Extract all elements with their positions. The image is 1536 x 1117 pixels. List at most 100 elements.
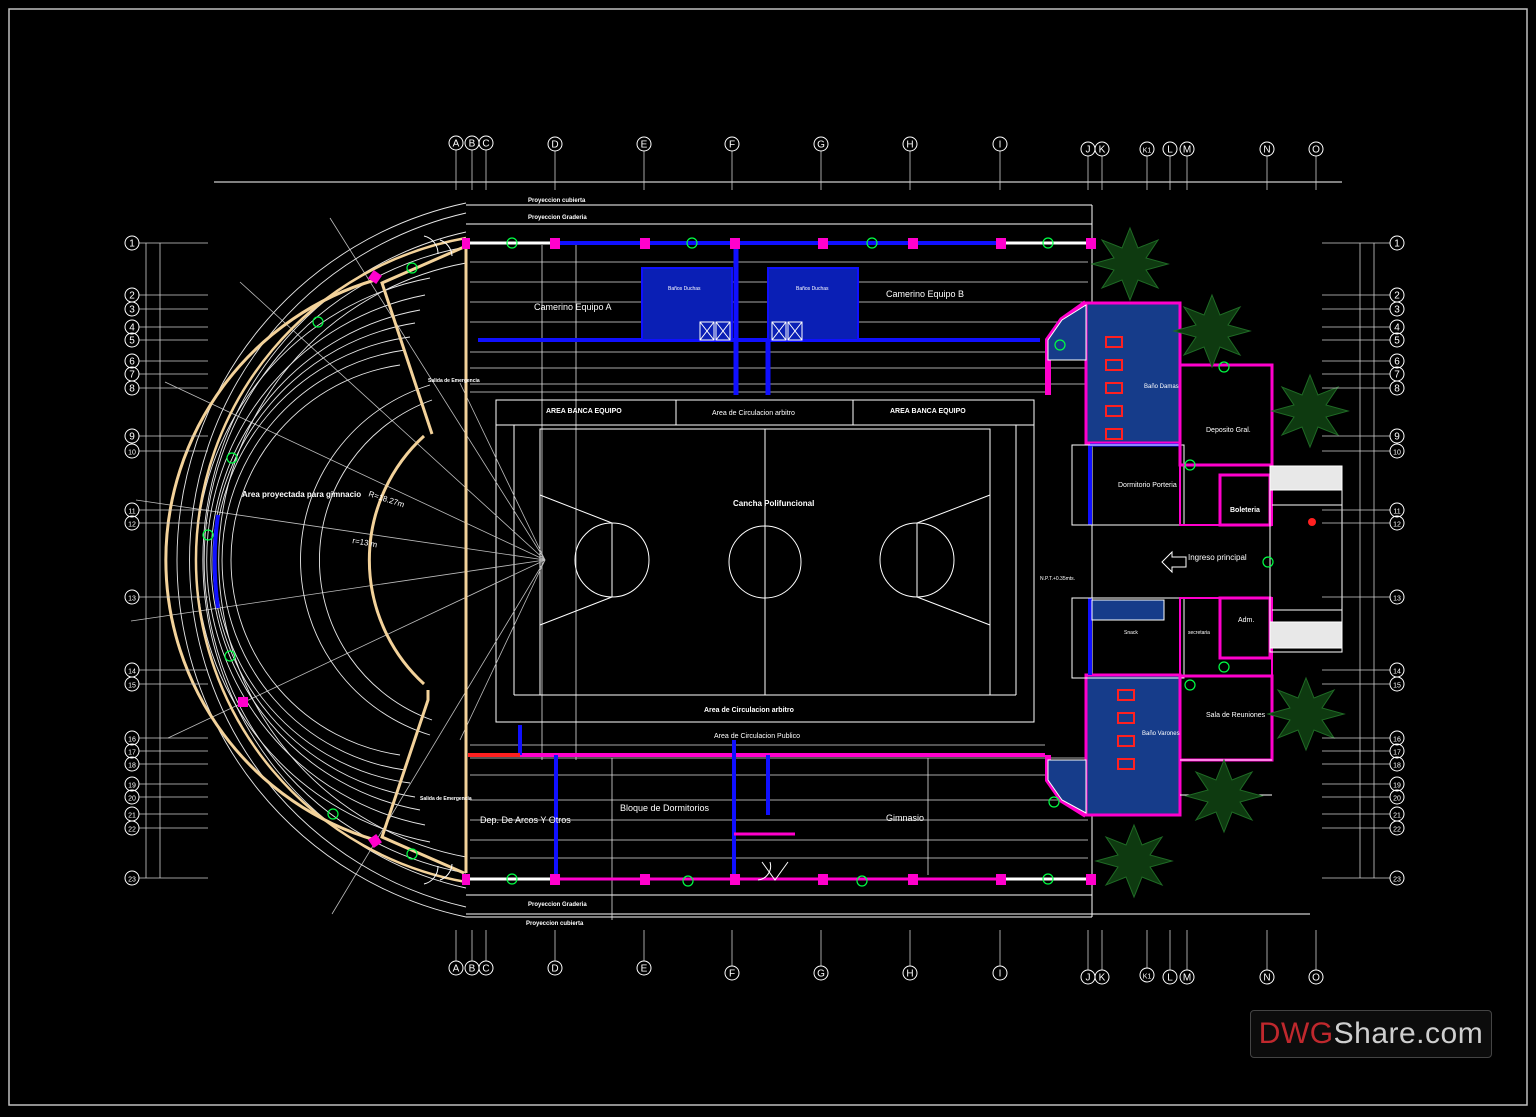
- grid-row-left-3-label: 3: [129, 305, 135, 316]
- grid-col-bottom-C-label: C: [482, 964, 489, 975]
- grid-row-right-15-bubble: [1389, 676, 1405, 692]
- grid-col-bottom-A-bubble: [448, 960, 464, 976]
- grid-col-bottom-H-label: H: [906, 969, 913, 980]
- grid-col-top-E-label: E: [641, 140, 648, 151]
- grid-col-bottom-F-bubble: [724, 965, 740, 981]
- banos-damas-label: Baño Damas: [1144, 384, 1179, 390]
- watermark-part1: DWG: [1258, 1017, 1334, 1050]
- grid-col-top-E-bubble: [636, 136, 652, 152]
- grid-row-right-7-label: 7: [1394, 370, 1400, 381]
- grid-row-left-12-bubble: [124, 515, 140, 531]
- grid-row-right-8-label: 8: [1394, 384, 1400, 395]
- grid-row-left-13-label: 13: [128, 596, 136, 603]
- salida-emergencia-top: Salida de Emergencia: [428, 378, 480, 384]
- area-circ-publico: Area de Circulacion Publico: [714, 733, 800, 740]
- grid-col-bottom-M-bubble: [1179, 969, 1195, 985]
- grid-row-right-3-bubble: [1389, 301, 1405, 317]
- grid-row-right-18-bubble: [1389, 756, 1405, 772]
- banos-duchas-b: Baños Duchas: [796, 286, 829, 292]
- grid-row-right-10-bubble: [1389, 443, 1405, 459]
- area-proyectada-label: Area proyectada para gimnacio: [242, 490, 361, 499]
- grid-row-right-11-bubble: [1389, 502, 1405, 518]
- grid-row-right-17-bubble: [1389, 743, 1405, 759]
- gimnasio-label: Gimnasio: [886, 813, 924, 823]
- proyeccion-graderia-bottom: Proyeccion Graderia: [528, 902, 587, 908]
- grid-row-right-13-label: 13: [1393, 596, 1401, 603]
- grid-col-top-M-bubble: [1179, 141, 1195, 157]
- grid-col-bottom-O-label: O: [1312, 973, 1320, 984]
- area-circ-arbitro-top: Area de Circulacion arbitro: [712, 410, 795, 417]
- grid-col-top-G-label: G: [817, 140, 825, 151]
- grid-row-right-20-bubble: [1389, 789, 1405, 805]
- grid-row-right-12-label: 12: [1393, 522, 1401, 529]
- grid-col-bottom-E-label: E: [641, 964, 648, 975]
- snack-label: Snack: [1124, 630, 1138, 636]
- grid-col-bottom-G-label: G: [817, 969, 825, 980]
- architecture: [130, 181, 1375, 920]
- grid-row-right-19-bubble: [1389, 776, 1405, 792]
- grid-col-top-A-label: A: [453, 139, 460, 150]
- drawing-frame: [8, 8, 1528, 1106]
- grid-col-bottom-H-bubble: [902, 965, 918, 981]
- grid-row-right-17-label: 17: [1393, 750, 1401, 757]
- grid-row-left-5-label: 5: [129, 336, 135, 347]
- proyeccion-cubierta-top: Proyeccion cubierta: [528, 198, 586, 204]
- grid-row-right-23-bubble: [1389, 870, 1405, 886]
- grid-row-right-22-label: 22: [1393, 827, 1401, 834]
- grid-col-top-J-label: J: [1086, 145, 1091, 156]
- dep-arcos-label: Dep. De Arcos Y Otros: [480, 815, 571, 825]
- grid-row-right-3-label: 3: [1394, 305, 1400, 316]
- grid-row-left-7-label: 7: [129, 370, 135, 381]
- dormitorio-porteria-label: Dormitorio Porteria: [1118, 482, 1177, 489]
- grid-col-top-F-bubble: [724, 136, 740, 152]
- grid-col-top-O-bubble: [1308, 141, 1324, 157]
- grid-row-left-11-bubble: [124, 502, 140, 518]
- grid-row-left-19-label: 19: [128, 783, 136, 790]
- grid-row-right-16-bubble: [1389, 730, 1405, 746]
- grid-row-left-14-label: 14: [128, 669, 136, 676]
- grid-col-top-L-bubble: [1162, 141, 1178, 157]
- grid-col-bottom-A-label: A: [453, 964, 460, 975]
- grid-row-left-23-bubble: [124, 870, 140, 886]
- grid-col-bottom-E-bubble: [636, 960, 652, 976]
- salida-emergencia-bottom: Salida de Emergencia: [420, 796, 472, 802]
- grid-row-left-22-bubble: [124, 820, 140, 836]
- grid-col-bottom-D-bubble: [547, 960, 563, 976]
- grid-col-bottom-K-bubble: [1094, 969, 1110, 985]
- grid-row-left-3-bubble: [124, 301, 140, 317]
- grid-col-top-C-label: C: [482, 139, 489, 150]
- grid-col-bottom-N-label: N: [1263, 973, 1270, 984]
- grid-col-top-D-label: D: [551, 140, 558, 151]
- grid-row-right-5-bubble: [1389, 332, 1405, 348]
- grid-row-right-9-bubble: [1389, 428, 1405, 444]
- grid-row-left-16-label: 16: [128, 737, 136, 744]
- grid-col-top-K1-bubble: [1139, 141, 1155, 157]
- grid-row-right-6-bubble: [1389, 353, 1405, 369]
- grid-row-left-4-bubble: [124, 319, 140, 335]
- grid-row-left-1-bubble: [124, 235, 140, 251]
- grid-col-top-O-label: O: [1312, 145, 1320, 156]
- grid-col-bottom-F-label: F: [729, 969, 735, 980]
- grid-row-right-21-label: 21: [1393, 813, 1401, 820]
- grid-col-bottom-K-label: K: [1099, 973, 1106, 984]
- grid-col-bottom-K1-bubble: [1139, 967, 1155, 983]
- grid-col-bottom-I-label: I: [999, 969, 1002, 980]
- grid-row-right-8-bubble: [1389, 380, 1405, 396]
- grid-row-left-2-label: 2: [129, 291, 135, 302]
- grid-row-right-19-label: 19: [1393, 783, 1401, 790]
- grid-col-bottom-G-bubble: [813, 965, 829, 981]
- grid-col-bottom-B-label: B: [469, 964, 476, 975]
- grid-col-top-I-label: I: [999, 140, 1002, 151]
- sala-reuniones-label: Sala de Reuniones: [1206, 712, 1266, 719]
- grid-row-right-4-bubble: [1389, 319, 1405, 335]
- grid-row-left-17-bubble: [124, 743, 140, 759]
- grid-row-left-6-bubble: [124, 353, 140, 369]
- banos-duchas-a: Baños Duchas: [668, 286, 701, 292]
- grid-col-top-K-bubble: [1094, 141, 1110, 157]
- secretaria-label: secretaria: [1188, 630, 1210, 636]
- grid-row-left-17-label: 17: [128, 750, 136, 757]
- grid-col-bottom-N-bubble: [1259, 969, 1275, 985]
- grid-row-left-19-bubble: [124, 776, 140, 792]
- area-banca-left: AREA BANCA EQUIPO: [546, 408, 622, 415]
